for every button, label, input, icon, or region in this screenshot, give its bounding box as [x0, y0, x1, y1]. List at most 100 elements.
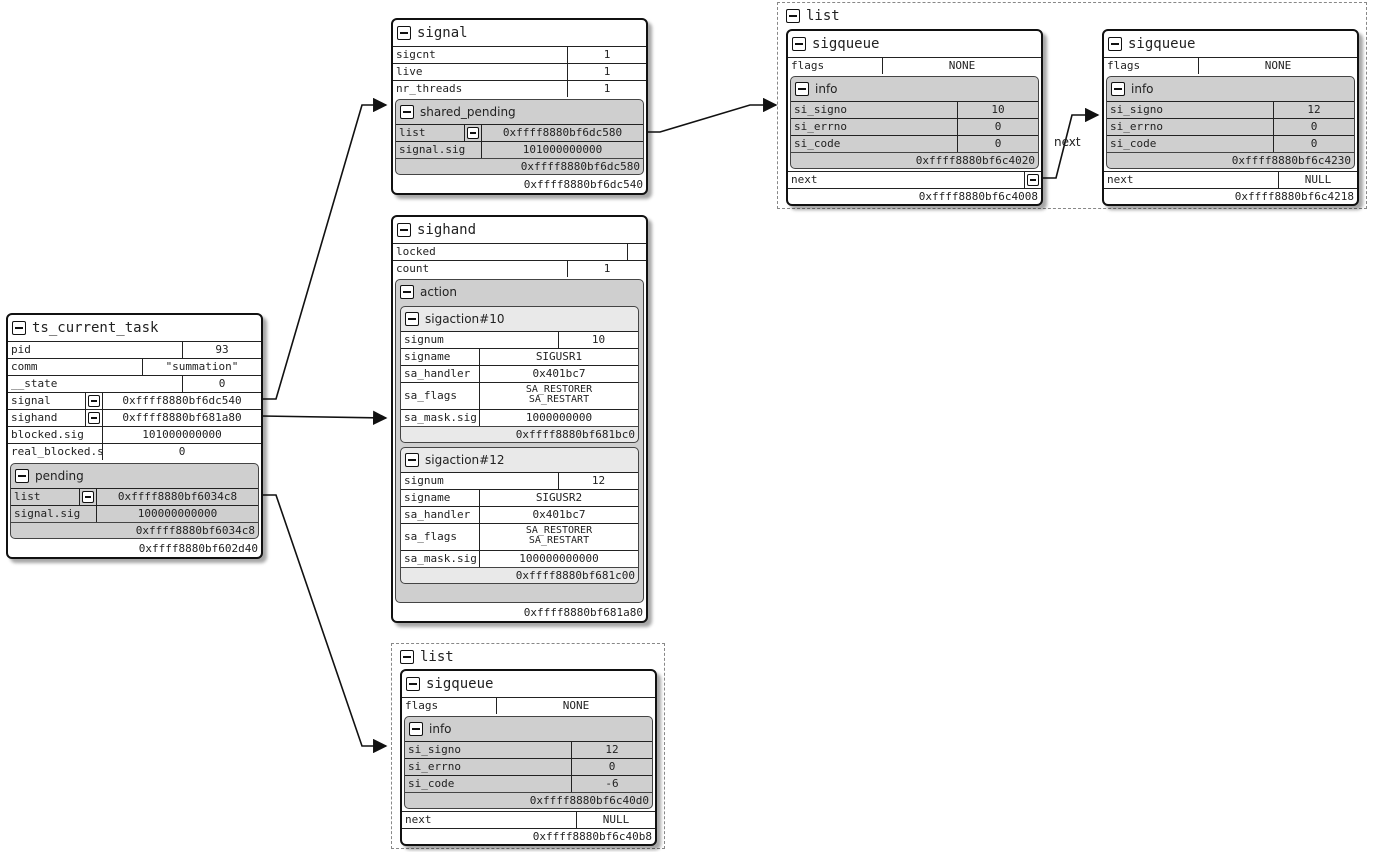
collapse-icon[interactable]	[405, 312, 419, 326]
collapse-icon[interactable]	[397, 223, 411, 237]
collapse-icon[interactable]	[15, 469, 29, 483]
field-label: si_signo	[1110, 103, 1163, 116]
field-label: flags	[791, 59, 825, 72]
q3-code-row: si_code-6	[405, 775, 652, 792]
field-label: sa_handler	[404, 367, 471, 380]
field-value: 1	[567, 81, 646, 97]
collapse-icon[interactable]	[406, 677, 420, 691]
list-bottom-header: list	[392, 644, 664, 670]
task-title: ts_current_task	[32, 320, 159, 336]
field-label: si_errno	[408, 760, 461, 773]
field-label: sighand	[11, 411, 58, 424]
collapse-icon[interactable]	[405, 453, 419, 467]
field-label: si_errno	[794, 120, 847, 133]
collapse-icon[interactable]	[786, 9, 800, 23]
collapse-icon[interactable]	[409, 722, 423, 736]
field-label: si_code	[408, 777, 455, 790]
field-value: 1	[567, 261, 646, 277]
collapse-icon[interactable]	[400, 285, 414, 299]
field-label: si_code	[794, 137, 841, 150]
sigaction-title: sigaction#10	[425, 312, 505, 326]
pending-header: pending	[11, 464, 258, 488]
shared-pending-address: 0xffff8880bf6dc580	[396, 158, 643, 174]
field-label: signum	[404, 333, 444, 346]
info-header: info	[791, 77, 1038, 101]
field-value: 0	[571, 759, 652, 775]
flag-restart: SA_RESTART	[528, 535, 590, 546]
collapse-icon[interactable]	[1027, 174, 1039, 186]
collapse-icon[interactable]	[795, 82, 809, 96]
collapse-icon[interactable]	[1111, 82, 1125, 96]
action-title: action	[420, 285, 457, 299]
signal-title: signal	[417, 25, 468, 41]
collapse-icon[interactable]	[12, 321, 26, 335]
task-address: 0xffff8880bf602d40	[138, 542, 258, 555]
collapse-icon[interactable]	[1108, 37, 1122, 51]
field-label: next	[1107, 173, 1134, 186]
collapse-icon[interactable]	[792, 37, 806, 51]
field-label: sigcnt	[396, 48, 436, 61]
info-title: info	[1131, 82, 1154, 96]
field-value	[627, 244, 646, 260]
field-label: si_errno	[1110, 120, 1163, 133]
pointer-toggle[interactable]	[85, 393, 102, 409]
pending-title: pending	[35, 469, 84, 483]
shared-pending-header: shared_pending	[396, 100, 643, 124]
field-value: 0xffff8880bf6dc540	[102, 393, 261, 409]
field-label: si_signo	[794, 103, 847, 116]
pointer-toggle[interactable]	[79, 489, 96, 505]
pointer-toggle[interactable]	[1024, 172, 1041, 188]
field-value: 1	[567, 64, 646, 80]
field-label: live	[396, 65, 423, 78]
sigqueue-header: sigqueue	[1104, 31, 1357, 57]
field-value: 0	[1273, 119, 1354, 135]
field-value: NONE	[882, 58, 1041, 74]
list-bottom-container: list	[391, 643, 665, 849]
collapse-icon[interactable]	[88, 412, 100, 424]
sigqueue-header: sigqueue	[788, 31, 1041, 57]
signal-address: 0xffff8880bf6dc540	[523, 178, 643, 191]
field-label: flags	[405, 699, 439, 712]
collapse-icon[interactable]	[82, 491, 94, 503]
pointer-toggle[interactable]	[85, 410, 102, 426]
collapse-icon[interactable]	[400, 105, 414, 119]
sigqueue-address: 0xffff8880bf6c4218	[1104, 188, 1357, 204]
field-value: 1	[567, 47, 646, 63]
collapse-icon[interactable]	[400, 650, 414, 664]
collapse-icon[interactable]	[467, 127, 479, 139]
info-header: info	[405, 717, 652, 741]
collapse-icon[interactable]	[397, 26, 411, 40]
field-label: flags	[1107, 59, 1141, 72]
collapse-icon[interactable]	[88, 395, 100, 407]
field-value: 101000000000	[481, 142, 643, 158]
sighand-address: 0xffff8880bf681a80	[523, 606, 643, 619]
sigaction-12-header: sigaction#12	[401, 448, 638, 472]
arrow-pending-list	[258, 494, 388, 754]
field-label: next	[791, 173, 818, 186]
field-label: list	[14, 490, 41, 503]
pointer-toggle[interactable]	[464, 125, 481, 141]
field-value: 0	[102, 444, 261, 460]
